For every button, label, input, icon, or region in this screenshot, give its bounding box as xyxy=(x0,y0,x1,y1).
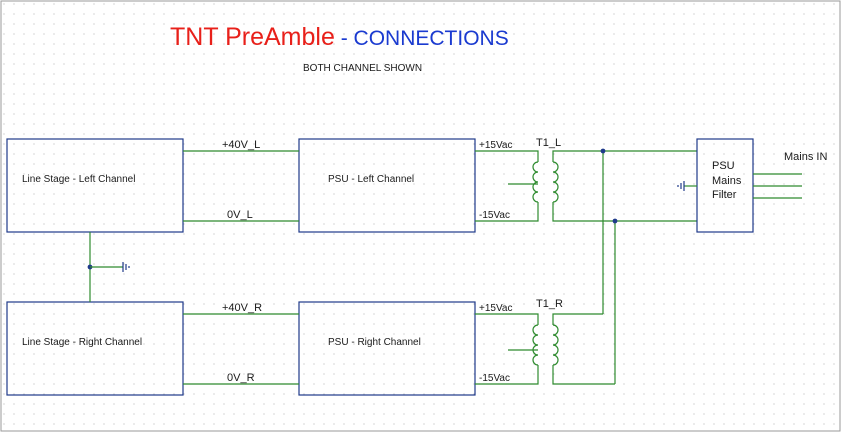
net-p15-left-label: +15Vac xyxy=(479,140,512,151)
filter-ground-icon xyxy=(677,181,697,191)
line-stage-right-label: Line Stage - Right Channel xyxy=(22,337,142,348)
psu-left-block xyxy=(298,138,476,233)
transformer-right-label: T1_R xyxy=(536,298,563,310)
line-stage-left-block xyxy=(6,138,184,233)
transformer-left-label: T1_L xyxy=(536,137,561,149)
chassis-ground-icon xyxy=(90,262,130,272)
net-0v-right-label: 0V_R xyxy=(227,372,255,384)
net-0v-left-label: 0V_L xyxy=(227,209,253,221)
filter-label-line2: Mains xyxy=(712,175,742,187)
page-title: TNT PreAmble - CONNECTIONS xyxy=(170,23,509,51)
net-p15-right-label: +15Vac xyxy=(479,303,512,314)
mains-in-label: Mains IN xyxy=(784,151,827,163)
transformer-right-symbol xyxy=(508,313,615,385)
title-main: TNT PreAmble xyxy=(170,23,335,51)
title-dash: - xyxy=(335,27,354,50)
line-stage-right-block xyxy=(6,301,184,396)
net-40v-right-label: +40V_R xyxy=(222,302,262,314)
title-sub: CONNECTIONS xyxy=(354,27,509,50)
transformer-left-symbol xyxy=(508,150,697,222)
psu-right-label: PSU - Right Channel xyxy=(328,337,421,348)
net-m15-left-label: -15Vac xyxy=(479,210,510,221)
page-subtitle: BOTH CHANNEL SHOWN xyxy=(303,63,422,74)
psu-left-label: PSU - Left Channel xyxy=(328,174,414,185)
junction-dot-primary-a xyxy=(600,148,606,154)
psu-right-block xyxy=(298,301,476,396)
net-m15-right-label: -15Vac xyxy=(479,373,510,384)
filter-label-line1: PSU xyxy=(712,160,735,172)
line-stage-left-label: Line Stage - Left Channel xyxy=(22,174,135,185)
net-40v-left-label: +40V_L xyxy=(222,139,260,151)
junction-dot-primary-b xyxy=(612,218,618,224)
filter-label-line3: Filter xyxy=(712,189,737,201)
